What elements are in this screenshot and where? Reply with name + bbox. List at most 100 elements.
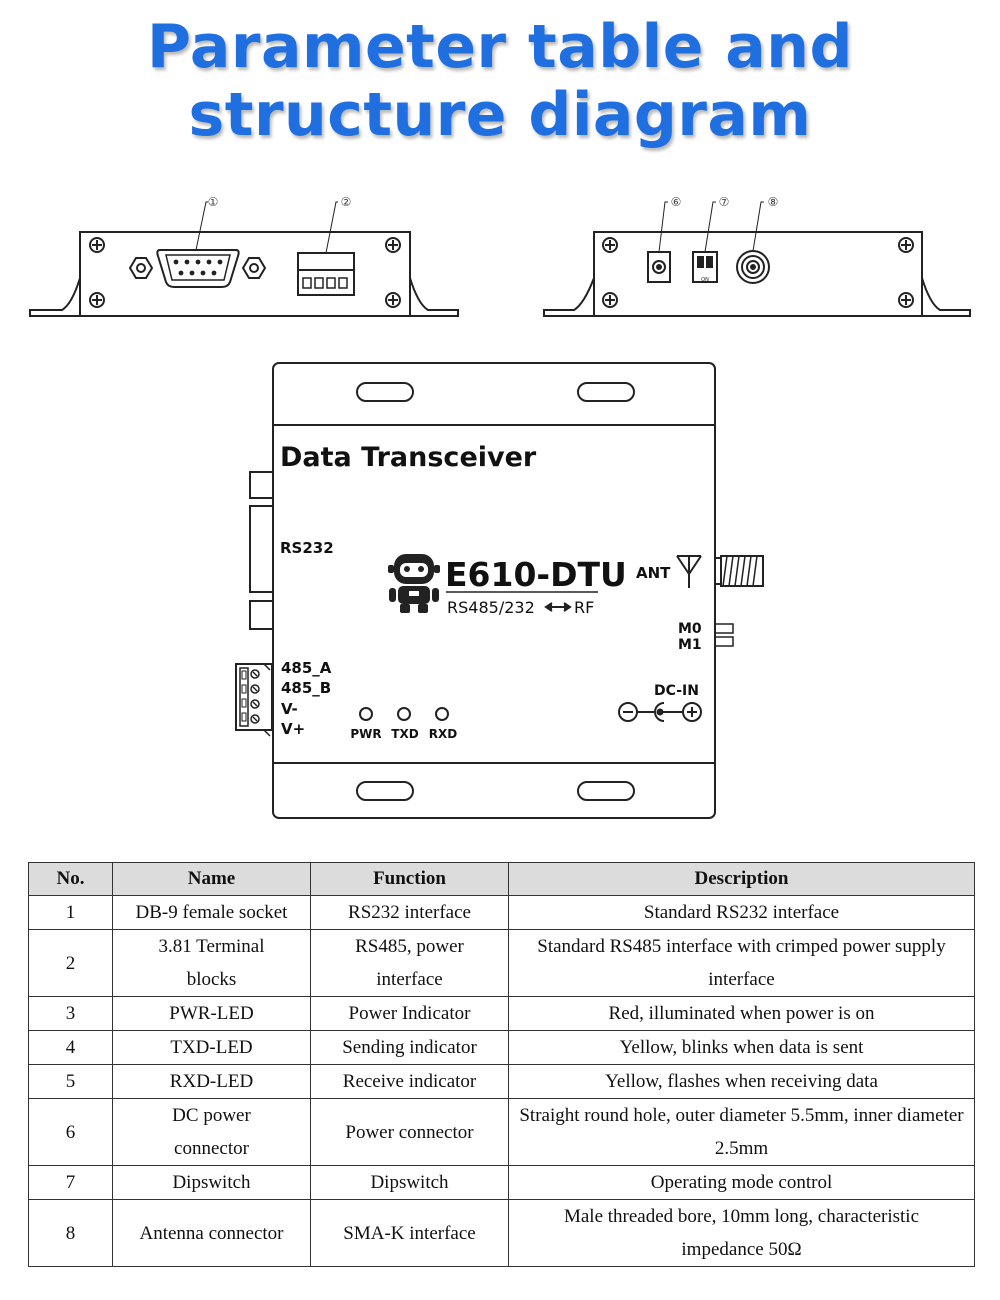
cell-description: Standard RS232 interface [508, 895, 975, 930]
cell-function: RS232 interface [310, 895, 509, 930]
terminal-label-485a: 485_A [281, 659, 332, 677]
screw-icon [89, 237, 105, 253]
terminal-label-vplus: V+ [281, 720, 305, 738]
mount-slot-icon [356, 382, 414, 402]
right-end-view [543, 201, 971, 317]
header-description: Description [508, 862, 975, 896]
cell-description: Operating mode control [508, 1165, 975, 1200]
callout-7: ⑦ [719, 195, 730, 209]
m1-label: M1 [678, 637, 702, 653]
cell-no: 5 [28, 1064, 113, 1099]
cell-no: 1 [28, 895, 113, 930]
terminal-label-vminus: V- [281, 700, 298, 718]
cell-description: Yellow, blinks when data is sent [508, 1030, 975, 1065]
left-end-view [29, 201, 459, 317]
bidirectional-arrow-icon [544, 602, 572, 612]
table-row: 3 PWR-LED Power Indicator Red, illuminat… [28, 996, 975, 1031]
screw-icon [385, 237, 401, 253]
pwr-led-icon [359, 707, 373, 721]
screw-icon [89, 292, 105, 308]
cell-description: Straight round hole, outer diameter 5.5m… [508, 1098, 975, 1166]
cell-description: Standard RS485 interface with crimped po… [508, 929, 975, 997]
robot-logo-icon [388, 554, 440, 613]
cell-name: Antenna connector [112, 1199, 311, 1267]
cell-no: 4 [28, 1030, 113, 1065]
cell-function: Receive indicator [310, 1064, 509, 1099]
top-view [235, 362, 764, 819]
table-row: 4 TXD-LED Sending indicator Yellow, blin… [28, 1030, 975, 1065]
cell-name: DB-9 female socket [112, 895, 311, 930]
mount-slot-icon [356, 781, 414, 801]
terminal-block-side-icon [235, 663, 273, 737]
db9-side-icon [249, 505, 274, 593]
table-row: 7 Dipswitch Dipswitch Operating mode con… [28, 1165, 975, 1200]
cell-function: RS485, power interface [310, 929, 509, 997]
dcin-label: DC-IN [654, 683, 699, 699]
m0-switch-icon [714, 623, 734, 634]
cell-function: Sending indicator [310, 1030, 509, 1065]
cell-function: Dipswitch [310, 1165, 509, 1200]
cell-function: Power connector [310, 1098, 509, 1166]
hex-nut-icon [241, 257, 267, 279]
device-title: Data Transceiver [280, 442, 537, 473]
antenna-connector-side-icon [714, 555, 764, 587]
cell-name: TXD-LED [112, 1030, 311, 1065]
table-row: 5 RXD-LED Receive indicator Yellow, flas… [28, 1064, 975, 1099]
m1-switch-icon [714, 636, 734, 647]
rxd-led-icon [435, 707, 449, 721]
cell-description: Yellow, flashes when receiving data [508, 1064, 975, 1099]
cell-name: DC power connector [112, 1098, 311, 1166]
led-label-pwr: PWR [350, 727, 381, 741]
db9-connector-icon [156, 249, 240, 288]
cell-no: 8 [28, 1199, 113, 1267]
cell-name: Dipswitch [112, 1165, 311, 1200]
rs232-label: RS232 [280, 539, 334, 557]
cell-no: 6 [28, 1098, 113, 1166]
table-row: 1 DB-9 female socket RS232 interface Sta… [28, 895, 975, 930]
cell-no: 2 [28, 929, 113, 997]
table-row: 2 3.81 Terminal blocks RS485, power inte… [28, 929, 975, 997]
header-no: No. [28, 862, 113, 896]
model-subtitle: RS485/232 [447, 598, 535, 617]
table-header-row: No. Name Function Description [28, 862, 975, 896]
dipswitch-on-label: ON [701, 277, 709, 283]
cell-no: 3 [28, 996, 113, 1031]
table-row: 6 DC power connector Power connector Str… [28, 1098, 975, 1166]
txd-led-icon [397, 707, 411, 721]
cell-description: Red, illuminated when power is on [508, 996, 975, 1031]
cell-description: Male threaded bore, 10mm long, character… [508, 1199, 975, 1267]
structure-diagram: ① ② ON ⑥ ⑦ ⑧ [29, 195, 971, 819]
m0-label: M0 [678, 621, 702, 637]
ant-label: ANT [636, 564, 671, 582]
cell-no: 7 [28, 1165, 113, 1200]
callout-1: ① [208, 195, 219, 209]
parameter-table: No. Name Function Description 1 DB-9 fem… [28, 862, 975, 1267]
cell-function: SMA-K interface [310, 1199, 509, 1267]
callout-2: ② [341, 195, 352, 209]
cell-function: Power Indicator [310, 996, 509, 1031]
screw-icon [898, 237, 914, 253]
led-label-txd: TXD [391, 727, 418, 741]
terminal-label-485b: 485_B [281, 679, 331, 697]
page-title-line-2: structure diagram [188, 80, 812, 150]
cell-name: 3.81 Terminal blocks [112, 929, 311, 997]
hex-nut-icon [128, 257, 154, 279]
led-label-rxd: RXD [429, 727, 457, 741]
header-name: Name [112, 862, 311, 896]
cell-name: PWR-LED [112, 996, 311, 1031]
screw-icon [602, 292, 618, 308]
model-name: E610-DTU [445, 555, 627, 594]
callout-6: ⑥ [671, 195, 682, 209]
mount-slot-icon [577, 382, 635, 402]
cell-name: RXD-LED [112, 1064, 311, 1099]
screw-icon [898, 292, 914, 308]
model-rf: RF [574, 598, 594, 617]
callout-8: ⑧ [768, 195, 779, 209]
table-row: 8 Antenna connector SMA-K interface Male… [28, 1199, 975, 1267]
header-function: Function [310, 862, 509, 896]
page-title-line-1: Parameter table and [147, 12, 853, 82]
dc-polarity-icon [618, 702, 702, 722]
screw-icon [385, 292, 401, 308]
screw-icon [602, 237, 618, 253]
mount-slot-icon [577, 781, 635, 801]
